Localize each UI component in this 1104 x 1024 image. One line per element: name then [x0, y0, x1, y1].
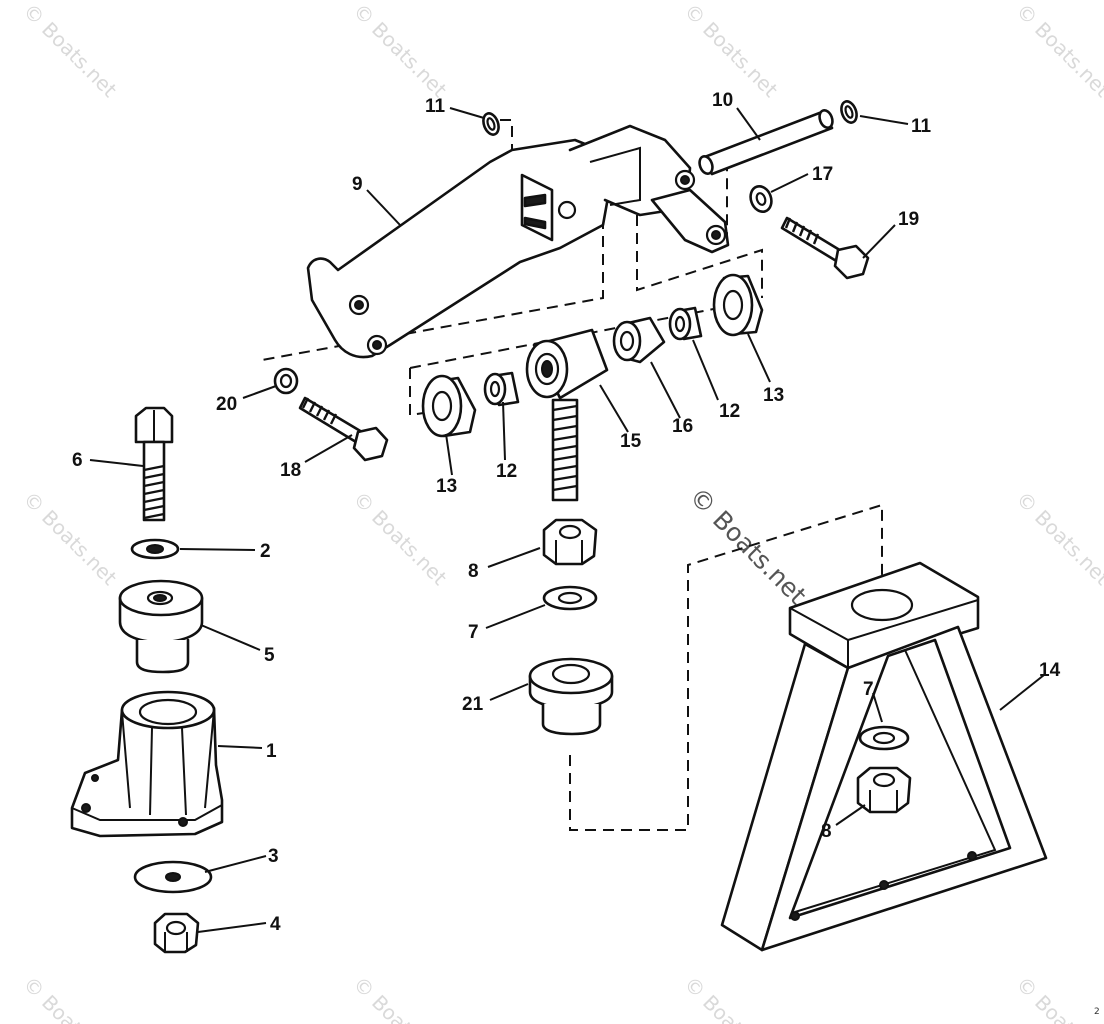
watermark: © Boats.net: [1011, 487, 1104, 590]
callout-12-right: 12: [719, 401, 740, 422]
leader-lines: [89, 107, 1045, 933]
page-number: 2: [1094, 1007, 1100, 1017]
watermark: © Boats.net: [18, 487, 121, 590]
watermark: © Boats.net: [679, 972, 782, 1024]
watermark: © Boats.net: [18, 0, 121, 102]
stand-14: [720, 561, 1048, 952]
cushion-5: [118, 579, 204, 674]
callout-8-center: 8: [468, 561, 479, 582]
callout-20: 20: [216, 394, 237, 415]
callout-13-right: 13: [763, 385, 784, 406]
watermark: © Boats.net: [679, 0, 782, 102]
callout-14: 14: [1039, 660, 1061, 681]
callout-3: 3: [268, 846, 279, 867]
callout-2: 2: [260, 541, 271, 562]
callout-labels: 1 2 3 4 5 6 7 7 8 8 9 10 11 11 12 12 13 …: [72, 90, 1061, 935]
bushing-13-left: [421, 374, 477, 438]
callout-11-left: 11: [425, 96, 446, 117]
washer-3: [133, 860, 213, 894]
washer-7-center: [542, 585, 598, 611]
callout-13-left: 13: [436, 476, 457, 497]
callout-7-center: 7: [468, 622, 479, 643]
callout-17: 17: [812, 164, 833, 185]
washer-2: [130, 538, 180, 560]
callout-7-stand: 7: [863, 679, 874, 700]
snap-ring-left: [482, 112, 500, 136]
spacer-12-right: [668, 306, 703, 341]
callout-18: 18: [280, 460, 301, 481]
bushing-13-right: [712, 273, 764, 337]
callout-8-stand: 8: [821, 821, 832, 842]
washer-7-stand: [858, 725, 910, 751]
bracket-arm: [306, 124, 730, 359]
bolt-6: [134, 406, 174, 522]
pivot-shaft: [698, 108, 834, 176]
watermark: © Boats.net: [1011, 0, 1104, 102]
rod-end-15: [525, 328, 609, 502]
snap-ring-right: [840, 100, 858, 124]
ball-bushing-16: [612, 316, 666, 364]
washer-17: [749, 185, 773, 213]
callout-6: 6: [72, 450, 83, 471]
watermark: © Boats.net: [348, 487, 451, 590]
bolt-18: [298, 396, 389, 462]
callout-1: 1: [266, 741, 277, 762]
mount-housing-1: [70, 690, 224, 838]
callout-10: 10: [712, 90, 733, 111]
callout-4: 4: [270, 914, 281, 935]
watermark-center: © Boats.net: [684, 482, 812, 610]
callout-21: 21: [462, 694, 484, 715]
nut-8-center: [542, 518, 598, 566]
watermark: © Boats.net: [348, 972, 451, 1024]
callout-12-left: 12: [496, 461, 517, 482]
callout-5: 5: [264, 645, 275, 666]
callout-16: 16: [672, 416, 693, 437]
callout-9: 9: [352, 174, 363, 195]
watermark: © Boats.net: [1011, 972, 1104, 1024]
callout-19: 19: [898, 209, 919, 230]
spacer-12-left: [483, 371, 520, 407]
bolt-19: [780, 216, 870, 280]
washer-20: [273, 367, 299, 395]
nut-8-stand: [856, 766, 912, 814]
callout-15: 15: [620, 431, 642, 452]
nut-4: [153, 912, 200, 954]
watermark: © Boats.net: [18, 972, 121, 1024]
callout-11-right: 11: [911, 116, 932, 137]
watermark: © Boats.net: [348, 0, 451, 102]
cushion-21: [528, 657, 614, 736]
